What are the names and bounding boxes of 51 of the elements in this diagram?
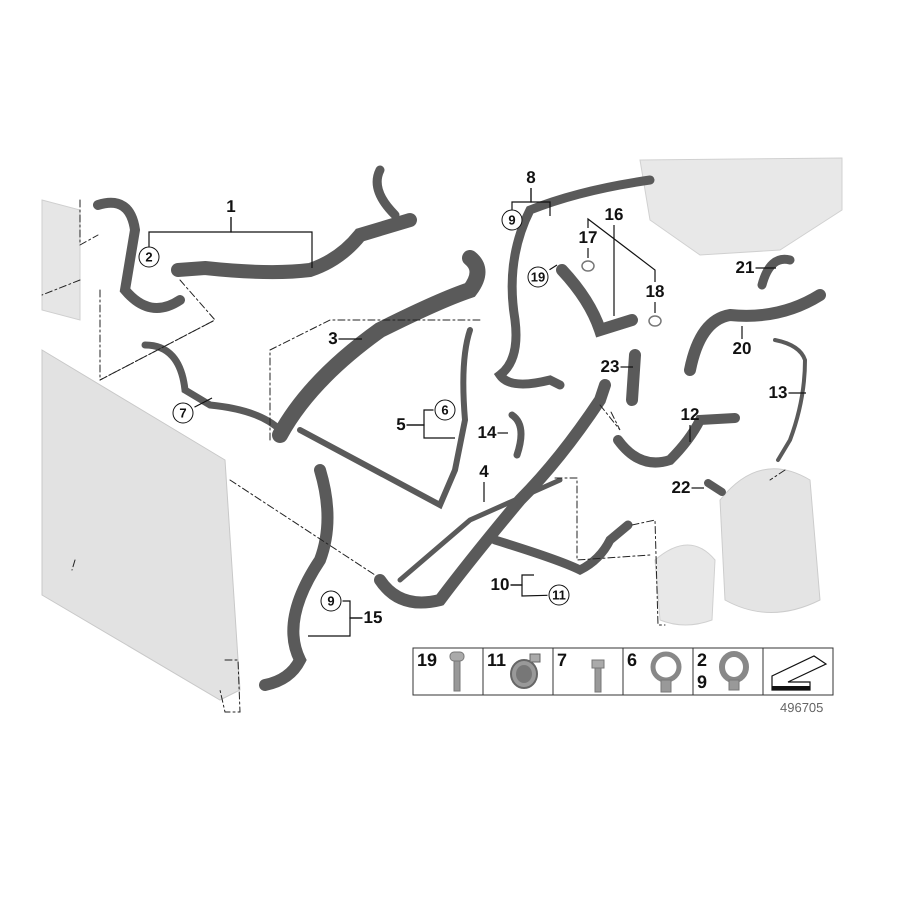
leader-line xyxy=(692,487,704,489)
leader-line xyxy=(613,225,615,316)
leader-line xyxy=(483,482,485,502)
leader-line xyxy=(406,424,455,439)
callout-number: 18 xyxy=(646,282,664,302)
callout-number: 14 xyxy=(478,423,496,443)
leader-line xyxy=(689,425,691,442)
callout-number: 6 xyxy=(434,400,456,420)
leader-line xyxy=(587,248,589,258)
callout-number: 15 xyxy=(364,608,382,628)
part-number: 2 xyxy=(697,650,708,671)
leader-line xyxy=(549,264,558,270)
callout-number: 16 xyxy=(604,205,624,225)
callout-number: 1 xyxy=(226,197,236,217)
leader-line xyxy=(788,392,806,394)
leader-line xyxy=(510,574,534,586)
callout-number: 23 xyxy=(600,357,620,377)
leader-line xyxy=(654,302,656,313)
leader-line xyxy=(194,397,212,408)
diagram-number: 496705 xyxy=(780,700,824,715)
callout-number: 22 xyxy=(672,478,690,498)
callout-number: 9 xyxy=(502,210,522,230)
callout-number: 19 xyxy=(528,266,548,288)
callout-number: 10 xyxy=(490,575,510,595)
leader-line xyxy=(230,217,313,268)
callout-number: 5 xyxy=(396,415,406,435)
part-number: 11 xyxy=(487,650,506,671)
callout-number: 9 xyxy=(320,590,342,612)
leader-line xyxy=(756,267,776,269)
callout-number: 17 xyxy=(578,228,598,248)
leader-line xyxy=(338,338,362,340)
part-number: 19 xyxy=(417,650,438,671)
callout-number: 4 xyxy=(479,462,489,482)
leader-line xyxy=(308,617,362,637)
part-number: 6 xyxy=(627,650,638,671)
callout-number: 2 xyxy=(138,246,160,268)
callout-number: 20 xyxy=(732,339,752,359)
callout-number: 12 xyxy=(680,405,700,425)
leader-line xyxy=(498,432,508,434)
callout-number: 3 xyxy=(328,329,338,349)
callout-number: 8 xyxy=(526,168,536,188)
leader-line xyxy=(741,326,743,339)
callout-number: 11 xyxy=(548,584,570,606)
leader-line xyxy=(587,218,656,282)
callout-number: 7 xyxy=(172,402,194,424)
callout-number: 21 xyxy=(736,258,754,278)
callout-number: 13 xyxy=(768,383,788,403)
leader-line xyxy=(530,188,551,216)
leader-line xyxy=(620,366,633,368)
part-number: 9 xyxy=(697,672,708,693)
part-number: 7 xyxy=(557,650,568,671)
